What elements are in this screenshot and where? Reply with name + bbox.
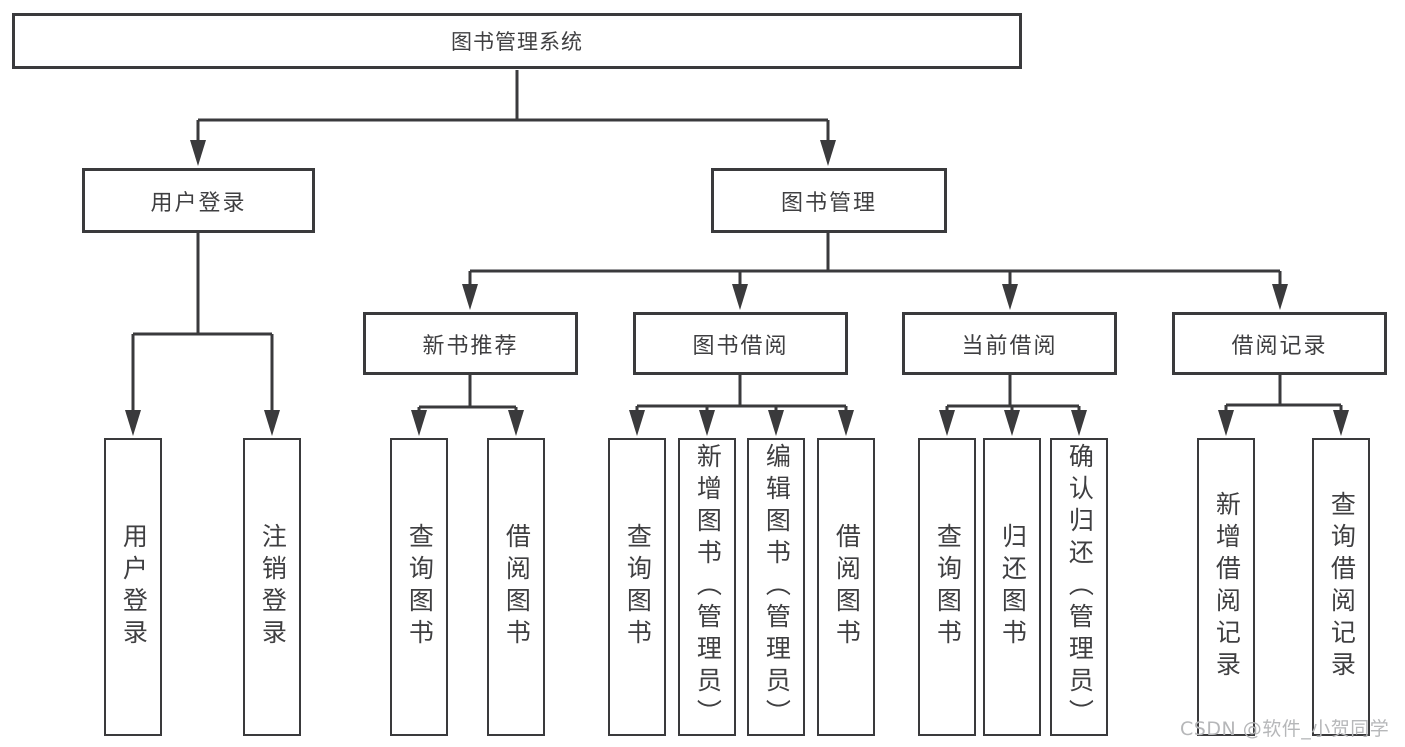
leaf-logout-login-label: 注销登录	[258, 523, 288, 651]
leaf-query-book-borrow: 查询图书	[608, 438, 666, 736]
leaf-query-book-recommend-label: 查询图书	[405, 523, 435, 651]
leaf-confirm-return-admin-label: 确认归还（管理员）	[1065, 443, 1095, 731]
leaf-edit-book-admin-label: 编辑图书（管理员）	[762, 443, 792, 731]
node-book-mgmt: 图书管理	[711, 168, 947, 233]
leaf-query-borrow-record-label: 查询借阅记录	[1327, 491, 1357, 683]
leaf-query-book-borrow-label: 查询图书	[623, 523, 653, 651]
leaf-query-book-current-label: 查询图书	[933, 523, 963, 651]
leaf-user-login: 用户登录	[104, 438, 162, 736]
node-book-borrow-label: 图书借阅	[692, 333, 789, 359]
leaf-confirm-return-admin: 确认归还（管理员）	[1050, 438, 1108, 736]
leaf-return-book-label: 归还图书	[998, 523, 1028, 651]
leaf-user-login-label: 用户登录	[119, 523, 149, 651]
node-current-borrow: 当前借阅	[902, 312, 1117, 375]
leaf-logout-login: 注销登录	[243, 438, 301, 736]
leaf-borrow-book-label: 借阅图书	[832, 523, 862, 651]
node-new-book-recommend-label: 新书推荐	[422, 333, 519, 359]
leaf-query-borrow-record: 查询借阅记录	[1312, 438, 1370, 736]
node-book-borrow: 图书借阅	[633, 312, 848, 375]
leaf-add-book-admin-label: 新增图书（管理员）	[693, 443, 723, 731]
leaf-borrow-book-recommend-label: 借阅图书	[502, 523, 532, 651]
node-new-book-recommend: 新书推荐	[363, 312, 578, 375]
node-user-login: 用户登录	[82, 168, 315, 233]
leaf-borrow-book: 借阅图书	[817, 438, 875, 736]
leaf-add-borrow-record-label: 新增借阅记录	[1212, 491, 1242, 683]
leaf-return-book: 归还图书	[983, 438, 1041, 736]
node-user-login-label: 用户登录	[150, 190, 247, 216]
leaf-query-book-current: 查询图书	[918, 438, 976, 736]
watermark: CSDN @软件_小贺同学	[1180, 718, 1390, 740]
leaf-borrow-book-recommend: 借阅图书	[487, 438, 545, 736]
node-book-mgmt-label: 图书管理	[780, 190, 877, 216]
leaf-query-book-recommend: 查询图书	[390, 438, 448, 736]
node-current-borrow-label: 当前借阅	[961, 333, 1058, 359]
arrowheads	[125, 140, 1349, 436]
node-root: 图书管理系统	[12, 13, 1022, 69]
node-root-label: 图书管理系统	[451, 30, 583, 54]
node-borrow-records: 借阅记录	[1172, 312, 1387, 375]
leaf-add-book-admin: 新增图书（管理员）	[678, 438, 736, 736]
leaf-add-borrow-record: 新增借阅记录	[1197, 438, 1255, 736]
node-borrow-records-label: 借阅记录	[1231, 333, 1328, 359]
leaf-edit-book-admin: 编辑图书（管理员）	[747, 438, 805, 736]
